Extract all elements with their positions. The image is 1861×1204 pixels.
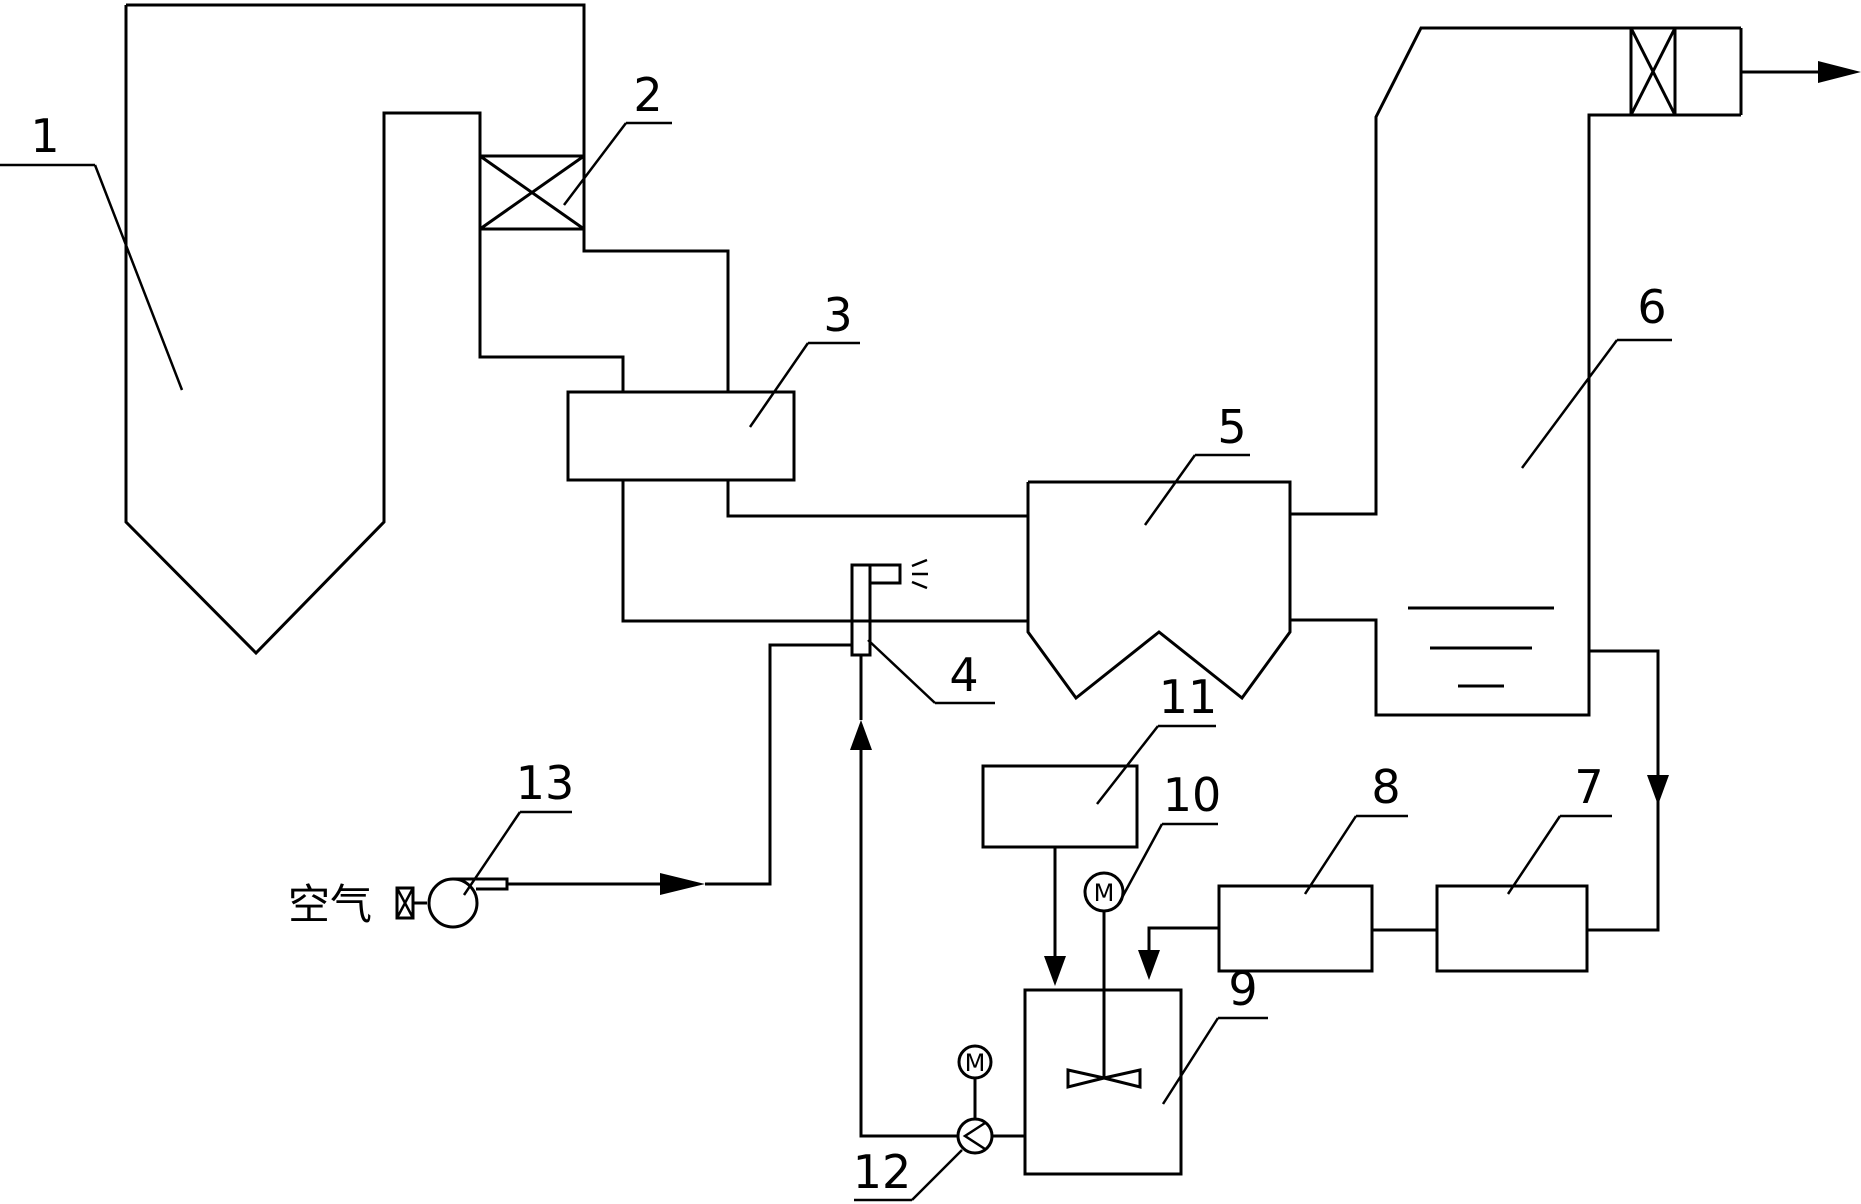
- label-8: 8: [1371, 760, 1400, 814]
- flue-ducts: [621, 480, 1028, 623]
- label-3: 3: [823, 288, 852, 342]
- desulfurization-tower: [1290, 26, 1861, 717]
- wastewater-line: [1587, 649, 1669, 932]
- slurry-tank: [1023, 912, 1268, 1176]
- pump-motor-label: M: [965, 1049, 986, 1077]
- label-1: 1: [30, 109, 59, 163]
- label-7: 7: [1574, 760, 1603, 814]
- agitator-motor-label: M: [1094, 879, 1115, 907]
- label-12: 12: [853, 1145, 912, 1199]
- electrostatic-precipitator: [1026, 453, 1292, 701]
- label-10: 10: [1163, 768, 1222, 822]
- slurry-pump: M: [850, 655, 1025, 1202]
- air-preheater: [566, 341, 860, 482]
- denitration-reactor: [478, 121, 730, 392]
- agitator-motor: M: [1083, 822, 1218, 913]
- label-11: 11: [1159, 670, 1218, 724]
- label-5: 5: [1217, 400, 1246, 454]
- treatment-unit-8: [1138, 814, 1437, 980]
- label-9: 9: [1228, 962, 1257, 1016]
- label-4: 4: [949, 648, 978, 702]
- component-labels: 1 2 3 4 5 6 7 8 9 10 11 12 13 空气: [30, 68, 1666, 1199]
- air-label: 空气: [288, 880, 372, 929]
- label-6: 6: [1637, 280, 1666, 334]
- treatment-unit-7: [1435, 814, 1612, 973]
- air-blower: [395, 643, 852, 929]
- boiler: [0, 3, 586, 656]
- label-2: 2: [633, 68, 662, 122]
- label-13: 13: [516, 756, 575, 810]
- additive-storage: [981, 724, 1216, 986]
